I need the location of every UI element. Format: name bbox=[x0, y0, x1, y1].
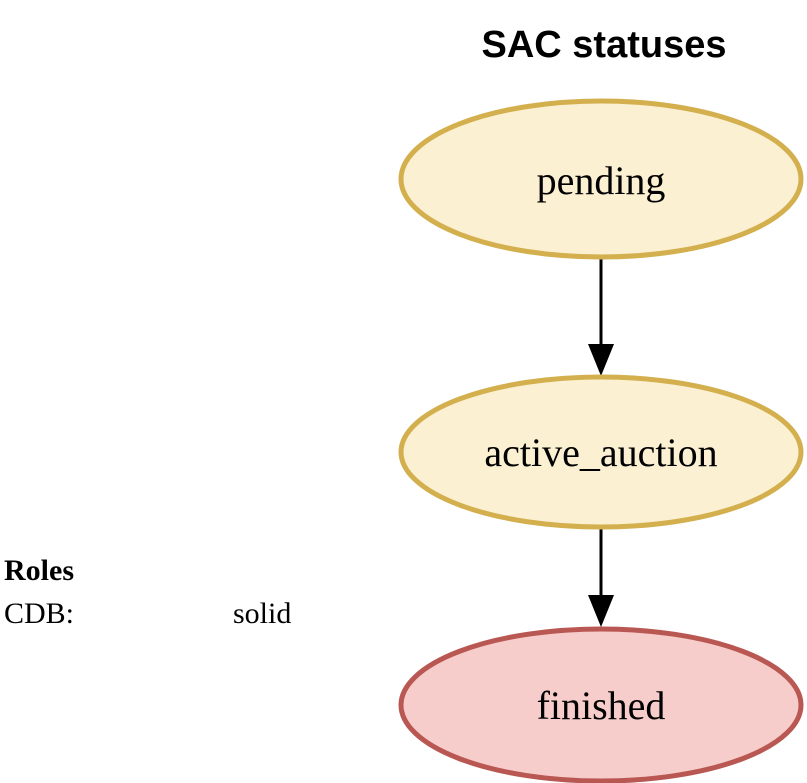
node-active_auction: active_auction bbox=[398, 374, 804, 530]
arrowhead-icon bbox=[588, 595, 614, 627]
node-finished-label: finished bbox=[537, 683, 666, 728]
node-active_auction-label: active_auction bbox=[484, 430, 717, 475]
legend-role-style: solid bbox=[233, 597, 291, 630]
arrowhead-icon bbox=[588, 344, 614, 376]
diagram-title: SAC statuses bbox=[482, 24, 727, 66]
node-finished: finished bbox=[398, 626, 804, 783]
edge-pending-to-active_auction bbox=[588, 257, 614, 376]
node-pending: pending bbox=[398, 98, 804, 260]
node-pending-shape bbox=[398, 98, 804, 260]
legend-role-name: CDB: bbox=[4, 597, 74, 630]
node-active_auction-shape bbox=[398, 374, 804, 530]
legend-heading: Roles bbox=[4, 554, 74, 587]
edge-active_auction-to-finished bbox=[588, 527, 614, 627]
node-finished-shape bbox=[398, 626, 804, 783]
node-pending-label: pending bbox=[537, 158, 666, 203]
legend: Roles CDB: solid bbox=[4, 554, 291, 630]
